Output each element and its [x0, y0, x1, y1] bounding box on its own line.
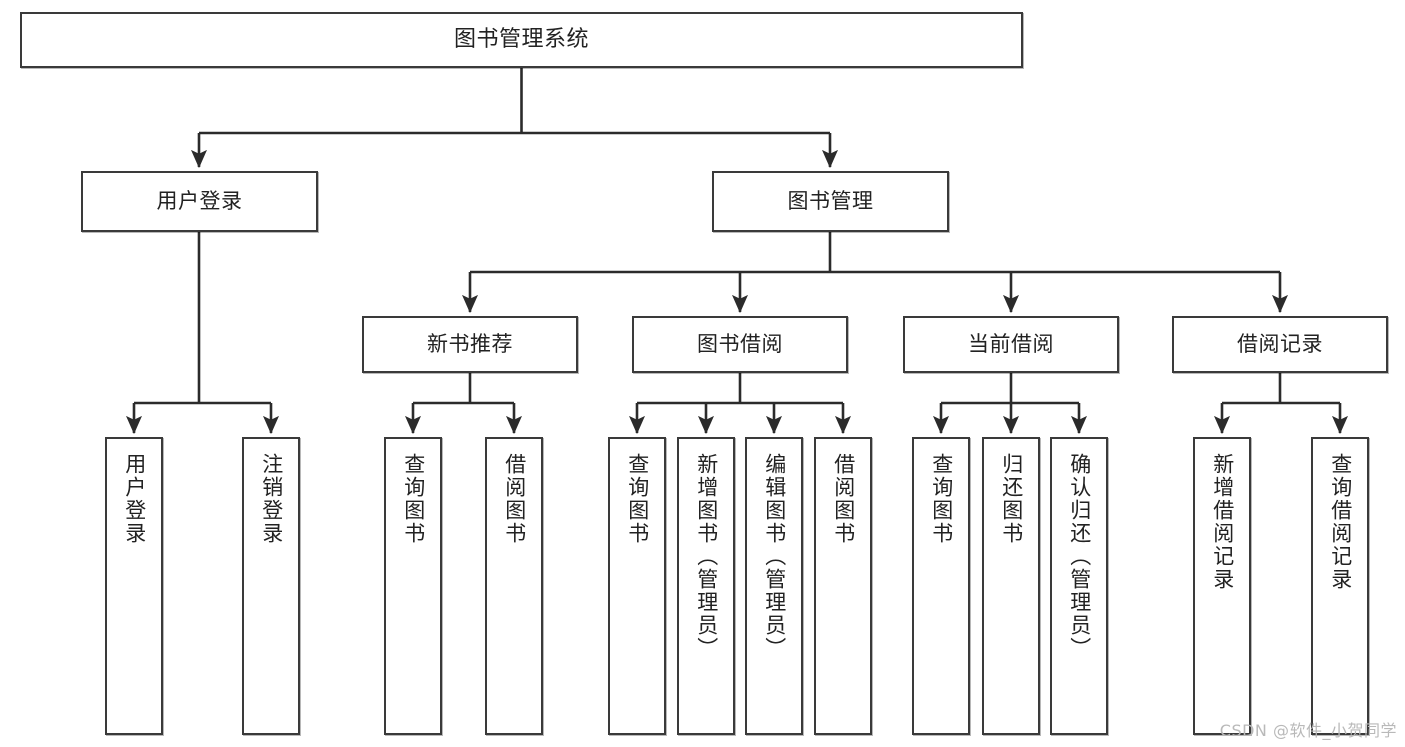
leaf-current-borrow-query[interactable]: 查询图书 [912, 437, 970, 735]
leaf-book-borrow-query[interactable]: 查询图书 [608, 437, 666, 735]
leaf-book-borrow-borrow[interactable]: 借阅图书 [814, 437, 872, 735]
leaf-new-book-query[interactable]: 查询图书 [384, 437, 442, 735]
node-label: 查询图书 [401, 453, 426, 545]
node-label: 新增借阅记录 [1210, 453, 1235, 591]
watermark: CSDN @软件_小贺同学 [1219, 721, 1397, 740]
node-label: 用户登录 [122, 453, 147, 545]
node-label: 借阅图书 [502, 453, 527, 545]
node-book-borrow[interactable]: 图书借阅 [632, 316, 848, 373]
node-label: 新增图书（管理员） [694, 453, 719, 660]
node-label: 借阅记录 [1237, 331, 1323, 356]
leaf-user-login-login[interactable]: 用户登录 [105, 437, 163, 735]
node-new-book-recommend[interactable]: 新书推荐 [362, 316, 578, 373]
node-label: 查询图书 [625, 453, 650, 545]
node-label: 当前借阅 [968, 331, 1054, 356]
node-label: 查询借阅记录 [1328, 453, 1353, 591]
leaf-book-borrow-add[interactable]: 新增图书（管理员） [677, 437, 735, 735]
node-book-management[interactable]: 图书管理 [712, 171, 949, 232]
leaf-new-book-borrow[interactable]: 借阅图书 [485, 437, 543, 735]
leaf-book-borrow-edit[interactable]: 编辑图书（管理员） [745, 437, 803, 735]
node-label: 编辑图书（管理员） [762, 453, 787, 660]
node-user-login[interactable]: 用户登录 [81, 171, 318, 232]
node-borrow-records[interactable]: 借阅记录 [1172, 316, 1388, 373]
leaf-current-borrow-return[interactable]: 归还图书 [982, 437, 1040, 735]
node-label: 图书管理系统 [453, 26, 589, 52]
node-label: 注销登录 [259, 453, 284, 545]
node-label: 借阅图书 [831, 453, 856, 545]
node-label: 查询图书 [929, 453, 954, 545]
node-label: 归还图书 [999, 453, 1024, 545]
node-label: 图书管理 [787, 188, 874, 213]
node-label: 图书借阅 [697, 331, 783, 356]
node-label: 新书推荐 [427, 331, 513, 356]
node-root-system[interactable]: 图书管理系统 [20, 12, 1023, 68]
node-label: 用户登录 [156, 188, 243, 213]
leaf-borrow-records-query[interactable]: 查询借阅记录 [1311, 437, 1369, 735]
leaf-current-borrow-confirm-return[interactable]: 确认归还（管理员） [1050, 437, 1108, 735]
node-label: 确认归还（管理员） [1067, 453, 1092, 660]
leaf-user-login-logout[interactable]: 注销登录 [242, 437, 300, 735]
leaf-borrow-records-add[interactable]: 新增借阅记录 [1193, 437, 1251, 735]
node-current-borrow[interactable]: 当前借阅 [903, 316, 1119, 373]
